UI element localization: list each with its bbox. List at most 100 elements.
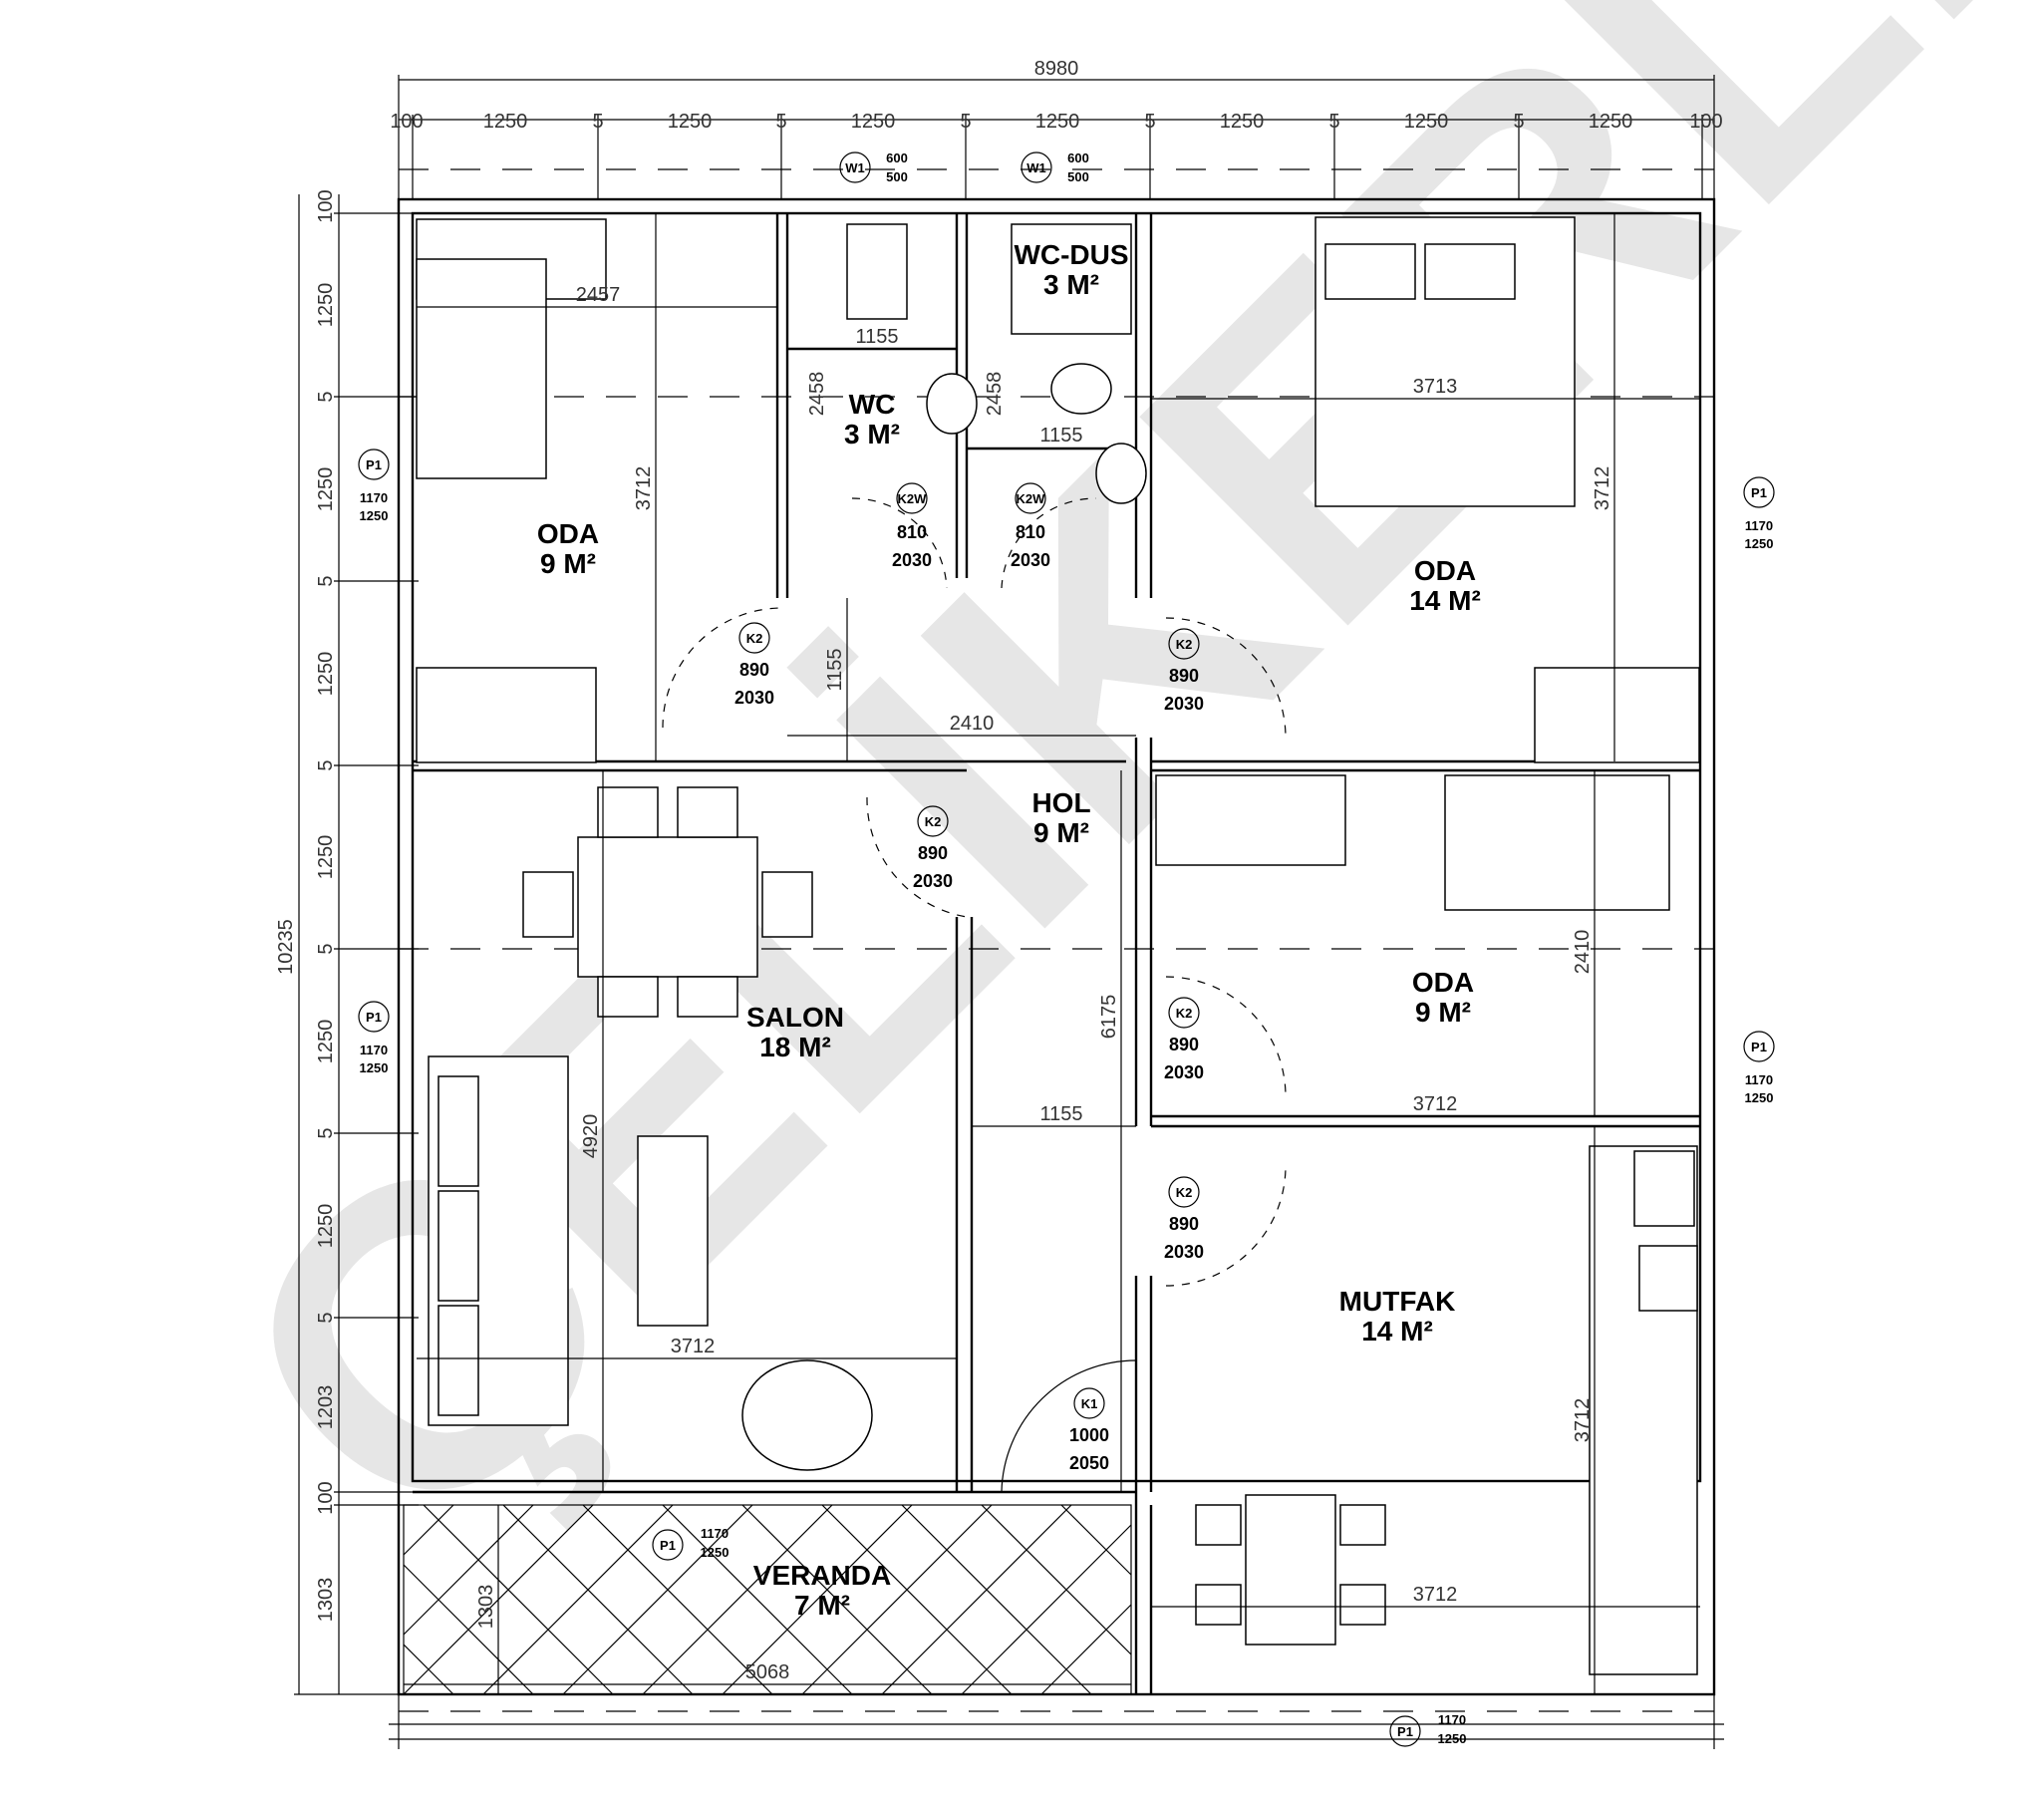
door-tag-k2-oda2: K2 890 2030 — [1164, 628, 1204, 714]
dim-mutfak-height: 3712 — [1572, 1398, 1594, 1443]
window-tag-height: 1250 — [360, 508, 389, 523]
window-tags: W1 600 500 W1 600 500 P1 1170 1250 P1 11… — [358, 150, 1775, 1747]
door-tag-width: 1000 — [1069, 1425, 1109, 1445]
room-oda-3-name: ODA — [1412, 967, 1474, 998]
window-tag-code: P1 — [660, 1538, 676, 1553]
door-tags: K2W 810 2030 K2W 810 2030 K2 890 2030 K2… — [734, 482, 1204, 1473]
left-dim-15: 100 — [315, 1481, 337, 1514]
room-veranda-name: VERANDA — [753, 1560, 891, 1591]
left-dim-13: 5 — [315, 1312, 337, 1323]
room-labels: ODA 9 M² WC 3 M² WC-DUS 3 M² ODA 14 M² H… — [537, 239, 1481, 1621]
top-dim-3: 5 — [592, 111, 603, 133]
window-tag-height: 1250 — [701, 1545, 730, 1560]
left-dim-6: 1250 — [315, 652, 337, 697]
room-salon-name: SALON — [746, 1002, 844, 1033]
door-tag-code: K2 — [746, 631, 763, 646]
door-tag-width: 810 — [1016, 522, 1045, 542]
left-segment-dimensions: 100 1250 5 1250 5 1250 5 1250 5 1250 5 1… — [315, 189, 337, 1622]
top-overall-dimension: 8980 — [1034, 58, 1079, 80]
door-tag-k2w-wcdus: K2W 810 2030 — [1011, 482, 1050, 570]
top-dim-6: 1250 — [851, 111, 896, 133]
door-tag-code: K2 — [1176, 637, 1193, 652]
room-wcdus-name: WC-DUS — [1014, 239, 1128, 270]
door-tag-width: 810 — [897, 522, 927, 542]
top-dim-8: 1250 — [1035, 111, 1080, 133]
left-overall-dimension: 10235 — [275, 919, 297, 975]
door-tag-k1-entrance: K1 1000 2050 — [1069, 1387, 1109, 1473]
room-veranda-area: 7 M² — [794, 1590, 850, 1621]
window-tag-p1-bottom: P1 1170 1250 — [1389, 1712, 1467, 1747]
window-tag-code: P1 — [1751, 485, 1767, 500]
left-dim-7: 5 — [315, 759, 337, 770]
door-tag-width: 890 — [739, 660, 769, 680]
top-dim-10: 1250 — [1220, 111, 1265, 133]
door-tag-code: K2 — [1176, 1006, 1193, 1021]
room-oda-1-name: ODA — [537, 518, 599, 549]
door-tag-height: 2030 — [1164, 694, 1204, 714]
window-tag-height: 1250 — [1745, 536, 1774, 551]
window-tag-height: 1250 — [360, 1060, 389, 1075]
room-mutfak-name: MUTFAK — [1339, 1286, 1456, 1317]
door-tag-k2-oda1: K2 890 2030 — [734, 622, 774, 708]
room-oda-1-area: 9 M² — [540, 548, 596, 579]
window-tag-height: 1250 — [1745, 1090, 1774, 1105]
dim-oda14-width: 3713 — [1413, 376, 1458, 398]
door-tag-k2-mutfak: K2 890 2030 — [1164, 1176, 1204, 1262]
window-tag-code: P1 — [1397, 1724, 1413, 1739]
dim-salon-width: 3712 — [671, 1336, 716, 1357]
door-tag-height: 2030 — [892, 550, 932, 570]
top-segment-dimensions: 100 1250 5 1250 5 1250 5 1250 5 1250 5 1… — [390, 111, 1722, 133]
door-tag-code: K2 — [1176, 1185, 1193, 1200]
window-tag-height: 1250 — [1438, 1731, 1467, 1746]
window-tag-height: 500 — [1067, 169, 1089, 184]
room-hol-area: 9 M² — [1033, 817, 1089, 848]
window-tag-code: P1 — [1751, 1040, 1767, 1054]
door-tag-width: 890 — [1169, 1214, 1199, 1234]
door-tag-height: 2050 — [1069, 1453, 1109, 1473]
door-tag-width: 890 — [1169, 666, 1199, 686]
left-dim-12: 1250 — [315, 1204, 337, 1249]
window-tag-width: 600 — [886, 150, 908, 165]
window-tag-p1-right-1: P1 1170 1250 — [1743, 476, 1775, 551]
room-salon-area: 18 M² — [759, 1032, 831, 1062]
door-tag-height: 2030 — [1164, 1062, 1204, 1082]
window-tag-code: W1 — [845, 160, 865, 175]
furniture — [416, 216, 1700, 1675]
door-tag-code: K2 — [925, 814, 942, 829]
inner-dimension-lines — [404, 213, 1700, 1694]
top-dim-4: 1250 — [668, 111, 713, 133]
door-tag-height: 2030 — [1164, 1242, 1204, 1262]
door-swings — [662, 497, 1287, 1493]
dim-oda1-width: 2457 — [576, 284, 621, 306]
door-tag-height: 2030 — [1011, 550, 1050, 570]
room-wc-name: WC — [849, 389, 896, 420]
door-tag-height: 2030 — [913, 871, 953, 891]
dim-veranda-height: 1303 — [475, 1585, 497, 1630]
dim-hol-height-long: 6175 — [1098, 995, 1120, 1040]
room-wcdus-area: 3 M² — [1043, 269, 1099, 300]
top-dim-15: 100 — [1689, 111, 1722, 133]
door-tag-k2-oda3: K2 890 2030 — [1164, 997, 1204, 1082]
left-dim-10: 1250 — [315, 1020, 337, 1064]
left-dim-2: 1250 — [315, 283, 337, 328]
room-mutfak-area: 14 M² — [1361, 1316, 1433, 1347]
dim-wcdus-height: 2458 — [984, 372, 1006, 417]
dim-salon-height: 4920 — [580, 1114, 602, 1159]
room-oda-2-area: 14 M² — [1409, 585, 1481, 616]
room-hol-name: HOL — [1031, 787, 1090, 818]
top-dim-9: 5 — [1144, 111, 1155, 133]
window-tag-width: 1170 — [701, 1526, 729, 1541]
window-tag-p1-left-2: P1 1170 1250 — [358, 1001, 390, 1075]
top-ticks — [412, 115, 1703, 199]
window-tag-code: P1 — [366, 457, 382, 472]
window-tag-p1-veranda: P1 1170 1250 — [652, 1526, 730, 1561]
door-tag-code: K2W — [898, 491, 928, 506]
window-tag-width: 1170 — [360, 490, 388, 505]
room-wc-area: 3 M² — [844, 419, 900, 450]
window-tag-width: 1170 — [1745, 1072, 1773, 1087]
top-dim-14: 1250 — [1589, 111, 1633, 133]
top-dim-5: 5 — [775, 111, 786, 133]
door-tag-code: K2W — [1017, 491, 1046, 506]
dim-oda9-height: 2410 — [1572, 930, 1594, 975]
